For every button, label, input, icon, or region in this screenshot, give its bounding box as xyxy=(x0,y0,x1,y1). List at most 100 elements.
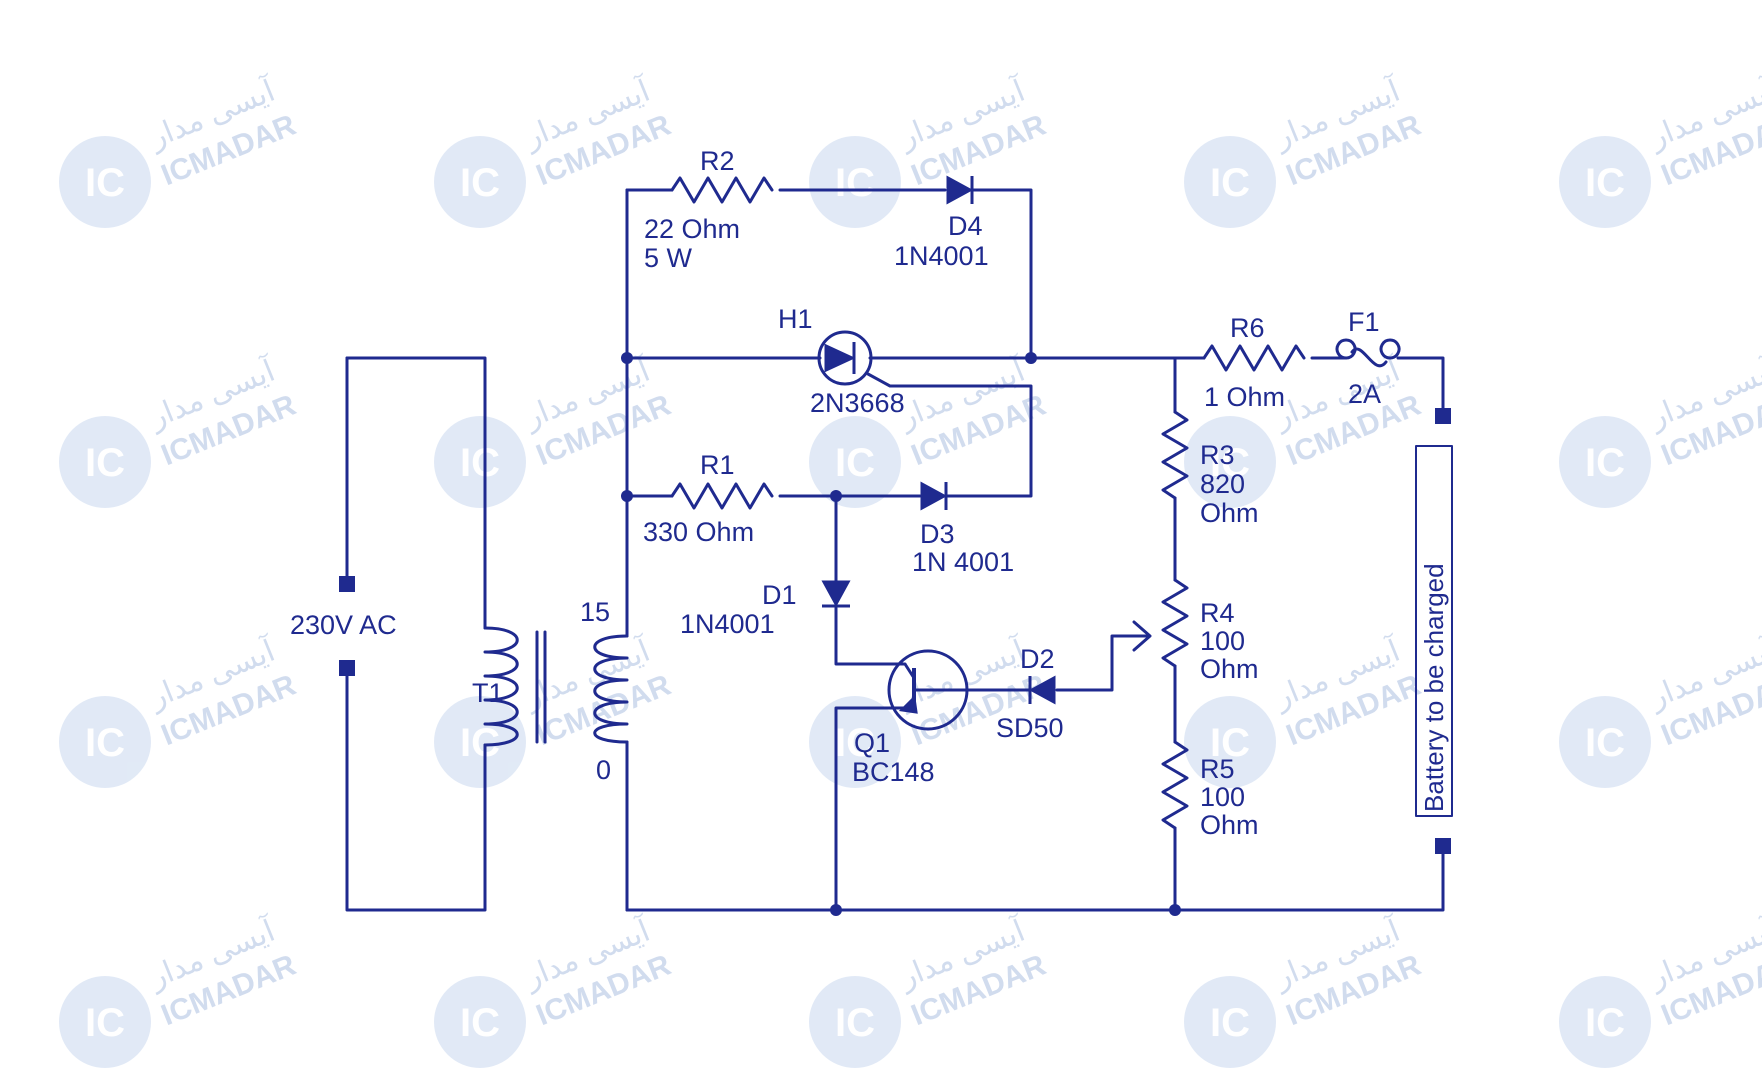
r3-unit-label: Ohm xyxy=(1200,498,1259,528)
r4-value-label: 100 xyxy=(1200,626,1245,656)
r4-unit-label: Ohm xyxy=(1200,654,1259,684)
svg-text:IC: IC xyxy=(85,161,125,205)
d2-name-label: D2 xyxy=(1020,644,1055,674)
r3-name-label: R3 xyxy=(1200,440,1235,470)
d4-name-label: D4 xyxy=(948,211,983,241)
svg-text:IC: IC xyxy=(460,1001,500,1045)
r5-value-label: 100 xyxy=(1200,782,1245,812)
resistor-r3 xyxy=(1161,410,1189,500)
svg-text:IC: IC xyxy=(460,441,500,485)
scr-h1 xyxy=(817,330,873,386)
junction-dot xyxy=(830,490,842,502)
resistor-r5 xyxy=(1161,740,1189,830)
f1-name-label: F1 xyxy=(1348,307,1380,337)
r5-unit-label: Ohm xyxy=(1200,810,1259,840)
d1-wire-bottom xyxy=(834,606,907,666)
ac-wire-bottom xyxy=(345,666,487,912)
t1-tap-bottom-label: 0 xyxy=(596,755,611,785)
q1-emitter-wire xyxy=(834,706,912,912)
svg-text:IC: IC xyxy=(1585,441,1625,485)
h1-part-label: 2N3668 xyxy=(810,388,905,418)
r2-name-label: R2 xyxy=(700,146,735,176)
r4-name-label: R4 xyxy=(1200,598,1235,628)
diode-d2 xyxy=(1028,675,1056,705)
h1-gate-wire xyxy=(866,372,1033,498)
junction-dot xyxy=(621,352,633,364)
resistor-r4 xyxy=(1161,578,1189,668)
svg-text:IC: IC xyxy=(1585,721,1625,765)
svg-text:IC: IC xyxy=(460,161,500,205)
resistor-r6 xyxy=(1202,344,1306,372)
junction-dot xyxy=(1169,904,1181,916)
svg-text:IC: IC xyxy=(835,161,875,205)
diode-d4 xyxy=(946,175,974,205)
wiper-arrow xyxy=(1132,620,1152,652)
d4-wire-right xyxy=(971,188,1033,360)
fuse-f1 xyxy=(1335,338,1401,368)
transformer-t1 xyxy=(483,626,629,747)
t1-name-label: T1 xyxy=(472,678,504,708)
d2-part-label: SD50 xyxy=(996,713,1064,743)
r2-power-label: 5 W xyxy=(644,243,693,273)
svg-text:IC: IC xyxy=(1210,721,1250,765)
d2-wiper-wire xyxy=(1055,634,1150,692)
r1-value-label: 330 Ohm xyxy=(643,517,754,547)
r3-value-label: 820 xyxy=(1200,469,1245,499)
diode-d3 xyxy=(920,481,972,511)
r6-name-label: R6 xyxy=(1230,313,1265,343)
junction-dot xyxy=(1025,352,1037,364)
ac-source-label: 230V AC xyxy=(290,610,397,640)
t1-tap-top-label: 15 xyxy=(580,597,610,627)
f1-wire-right xyxy=(1396,356,1445,414)
svg-text:IC: IC xyxy=(1210,161,1250,205)
svg-text:IC: IC xyxy=(85,441,125,485)
d3-name-label: D3 xyxy=(920,519,955,549)
ac-wire-top xyxy=(345,356,487,630)
junction-group xyxy=(621,352,1181,916)
d3-part-label: 1N 4001 xyxy=(912,547,1014,577)
svg-text:IC: IC xyxy=(85,1001,125,1045)
diode-d1 xyxy=(821,580,851,608)
h1-name-label: H1 xyxy=(778,304,813,334)
svg-text:IC: IC xyxy=(835,441,875,485)
svg-text:IC: IC xyxy=(835,1001,875,1045)
d1-name-label: D1 xyxy=(762,580,797,610)
r1-name-label: R1 xyxy=(700,450,735,480)
battery-label: Battery to be charged xyxy=(1419,563,1449,812)
ac-terminal-top xyxy=(339,576,355,592)
q1-name-label: Q1 xyxy=(854,728,890,758)
transistor-q1 xyxy=(887,649,969,731)
r5-name-label: R5 xyxy=(1200,754,1235,784)
resistor-r2 xyxy=(670,176,774,204)
d4-part-label: 1N4001 xyxy=(894,241,989,271)
svg-text:IC: IC xyxy=(835,721,875,765)
ground-bus xyxy=(625,846,1445,912)
q1-part-label: BC148 xyxy=(852,757,935,787)
junction-dot xyxy=(830,904,842,916)
battery-terminal-bottom xyxy=(1435,838,1451,854)
f1-value-label: 2A xyxy=(1348,379,1381,409)
svg-text:IC: IC xyxy=(1210,441,1250,485)
d1-part-label: 1N4001 xyxy=(680,609,775,639)
battery-terminal-top xyxy=(1435,408,1451,424)
junction-dot xyxy=(621,490,633,502)
r6-value-label: 1 Ohm xyxy=(1204,382,1285,412)
